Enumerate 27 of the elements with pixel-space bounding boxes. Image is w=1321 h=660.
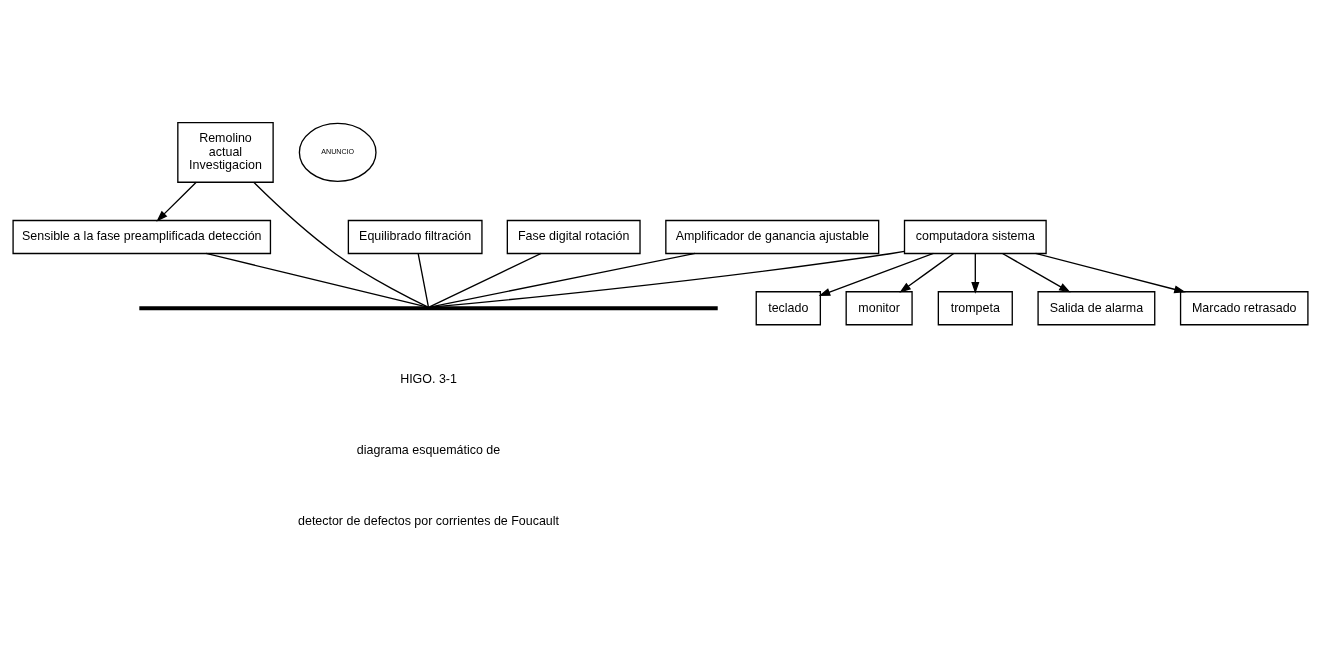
arrow <box>156 181 197 222</box>
node-box: Amplificador de ganancia ajustable <box>665 219 880 254</box>
node-box: Fase digital rotación <box>506 219 641 254</box>
connector <box>432 250 905 308</box>
node-box: Sensible a la fase preamplificada detección <box>12 219 272 254</box>
node-box: Remolino actual Investigacion <box>177 121 274 183</box>
node-box: teclado <box>755 290 821 325</box>
connector <box>430 252 696 308</box>
connector <box>253 181 429 308</box>
connector <box>417 252 430 307</box>
arrow <box>818 252 934 296</box>
label: detector de defectos por corrientes de Foucault <box>298 513 560 528</box>
arrow <box>1035 252 1186 293</box>
node-box: Marcado retrasado <box>1179 290 1309 325</box>
label: diagrama esquemático de <box>356 442 501 457</box>
arrow <box>971 252 980 294</box>
arrow <box>899 252 955 293</box>
node-box: Equilibrado filtración <box>347 219 483 254</box>
node-box: trompeta <box>937 290 1013 325</box>
node-box: monitor <box>845 290 913 325</box>
arrow <box>1001 252 1071 293</box>
node-box: computadora sistema <box>903 219 1047 254</box>
connector <box>205 252 428 308</box>
node-bar <box>139 305 718 310</box>
node-box: Salida de alarma <box>1037 290 1156 325</box>
connector <box>428 252 542 308</box>
label: HIGO. 3-1 <box>400 371 457 386</box>
